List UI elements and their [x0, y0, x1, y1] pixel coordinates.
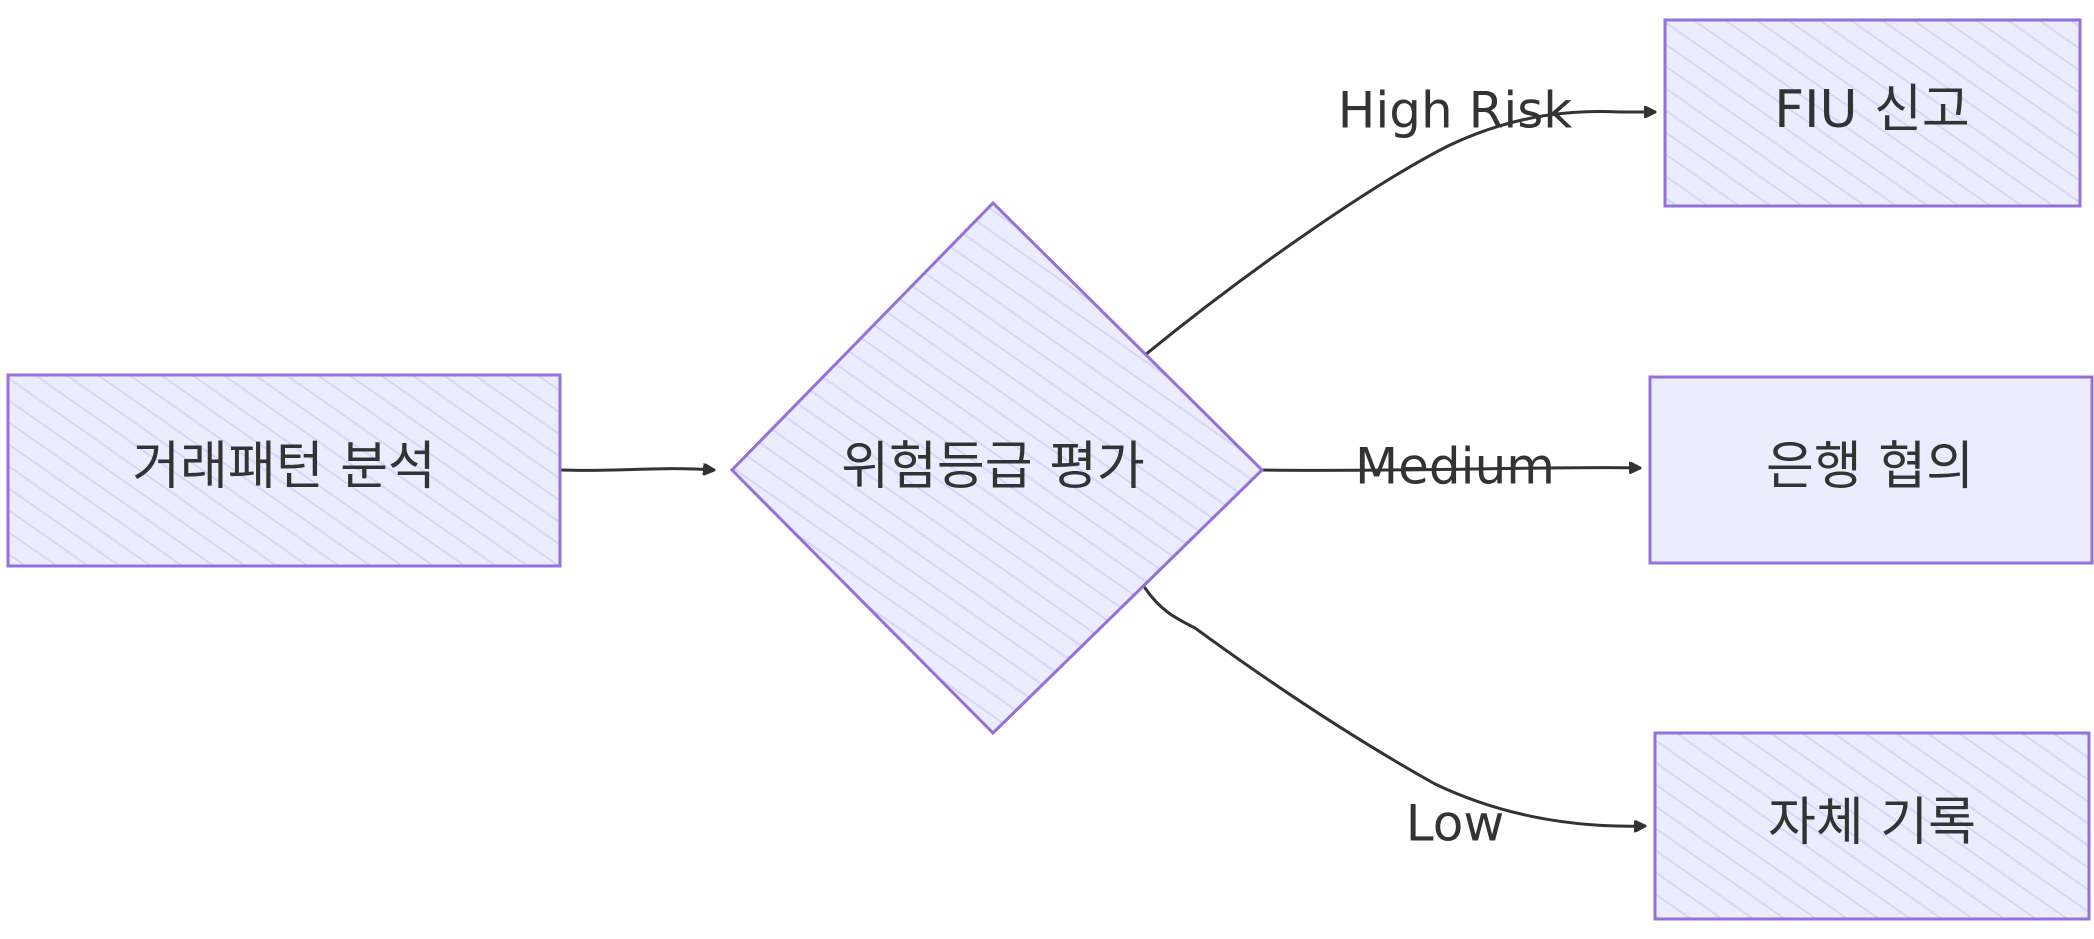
edges-layer — [560, 111, 1657, 826]
node-bank[interactable]: 은행 협의 — [1648, 375, 2094, 565]
edge-label-high-risk: High Risk — [1338, 82, 1572, 140]
node-self-box — [1653, 731, 2091, 921]
node-fiu-box — [1663, 18, 2082, 208]
edge-risk-to-self — [1143, 586, 1647, 826]
node-fiu[interactable]: FIU 신고 — [1663, 18, 2082, 208]
edge-label-low: Low — [1406, 795, 1504, 853]
node-bank-box — [1648, 375, 2094, 565]
node-analysis[interactable]: 거래패턴 분석 — [6, 373, 562, 568]
node-analysis-label: 거래패턴 분석 — [132, 437, 436, 497]
edge-label-medium: Medium — [1355, 438, 1555, 496]
node-risk-diamond — [729, 200, 1265, 736]
node-risk[interactable]: 위험등급 평가 — [729, 200, 1265, 736]
node-self[interactable]: 자체 기록 — [1653, 731, 2091, 921]
node-fiu-label: FIU 신고 — [1774, 80, 1970, 140]
node-bank-label: 은행 협의 — [1766, 437, 1974, 497]
edge-risk-to-bank — [1260, 468, 1642, 471]
node-risk-label: 위험등급 평가 — [841, 437, 1145, 497]
edge-analysis-to-risk — [560, 469, 716, 471]
node-analysis-box — [6, 373, 562, 568]
edge-risk-to-fiu — [1143, 111, 1657, 357]
node-self-label: 자체 기록 — [1768, 793, 1976, 853]
